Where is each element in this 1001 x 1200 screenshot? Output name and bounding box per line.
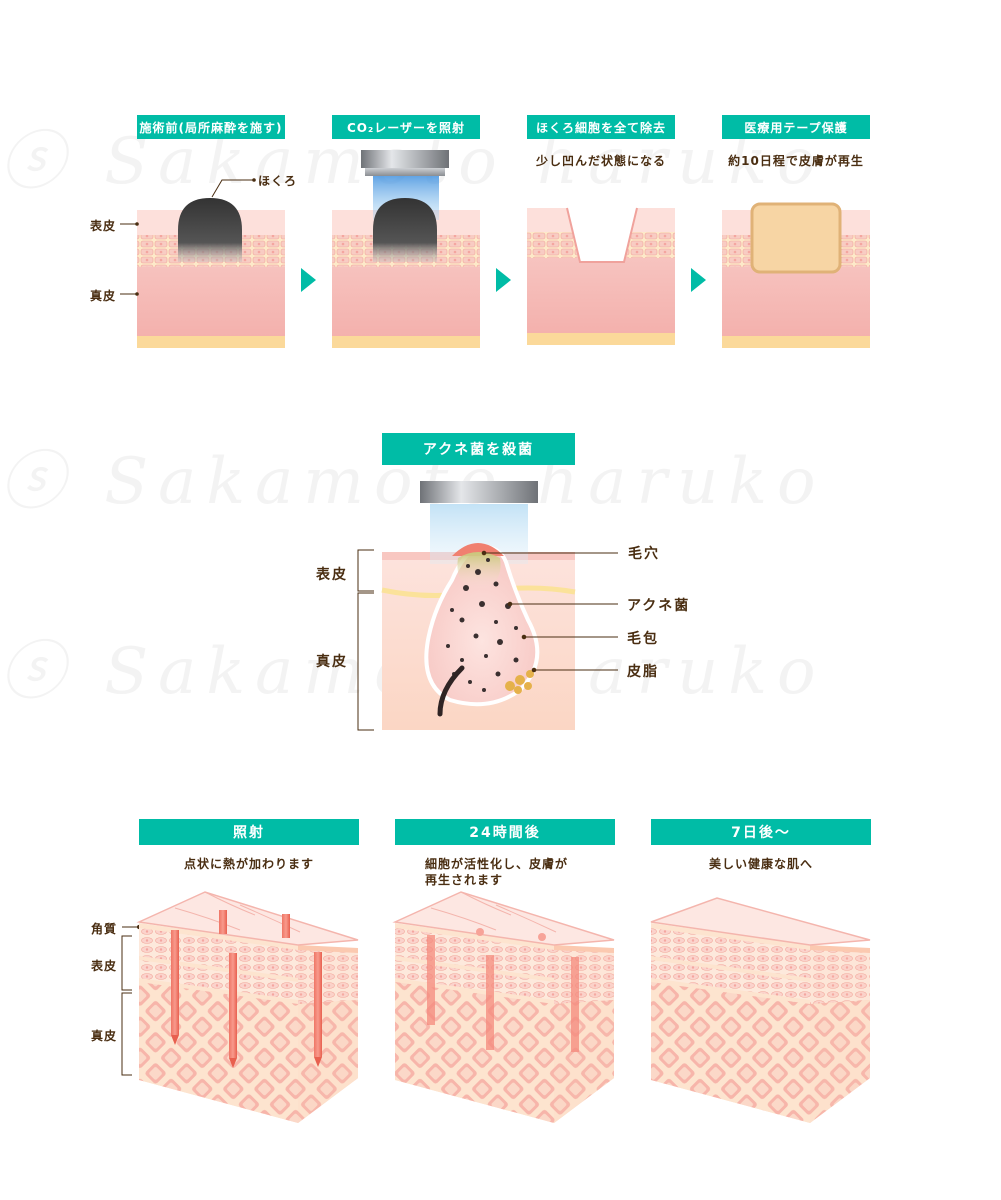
laser-device-icon: [361, 150, 449, 168]
stage-badge: 照射: [139, 819, 359, 845]
skin-panel-before: [120, 178, 285, 348]
dermis-label: 真皮: [316, 654, 348, 670]
healing-rod: [486, 955, 494, 1050]
step-caption: 約10日程で皮膚が再生: [728, 154, 864, 168]
laser-rod: [229, 953, 237, 1058]
stage-caption: 再生されます: [425, 873, 504, 887]
step-badge: 医療用テープ保護: [722, 115, 870, 139]
epidermis-label: 表皮: [91, 959, 118, 973]
laser-rod: [314, 952, 322, 1057]
sebum-callout: 皮脂: [627, 664, 659, 680]
mole: [373, 198, 437, 262]
arrow-right-icon: [301, 268, 316, 292]
epidermis-label: 表皮: [316, 567, 348, 583]
medical-tape: [750, 202, 842, 274]
arrow-right-icon: [496, 268, 511, 292]
laser-rod: [282, 914, 290, 938]
arrow-right-icon: [691, 268, 706, 292]
skin-panel-taped: [722, 202, 870, 348]
stratum-corneum-label: 角質: [91, 922, 118, 936]
mole-label: ほくろ: [258, 174, 298, 188]
skin-block-7days: [650, 897, 871, 1123]
acne-badge: アクネ菌を殺菌: [382, 433, 575, 465]
stage-badge: 24時間後: [395, 819, 615, 845]
stage-caption: 細胞が活性化し、皮膚が: [425, 857, 569, 871]
skin-block-24h: [392, 891, 615, 1123]
stage-badge: 7日後〜: [651, 819, 871, 845]
dermis-label: 真皮: [90, 289, 117, 303]
stage-caption: 点状に熱が加わります: [183, 857, 314, 871]
laser-rod: [171, 930, 179, 1035]
watermark: ⓢ Sakamoto haruko: [0, 635, 826, 709]
stage-caption: 美しい健康な肌へ: [708, 857, 813, 871]
step-badge: CO₂レーザーを照射: [332, 115, 480, 139]
healing-rod: [571, 957, 579, 1052]
skin-panel-removed: [527, 207, 675, 345]
follicle-callout: 毛包: [627, 631, 659, 647]
epidermis-label: 表皮: [90, 219, 117, 233]
mole-removal-diagram: [120, 150, 870, 348]
step-caption: 少し凹んだ状態になる: [535, 154, 666, 168]
pore-callout: 毛穴: [628, 546, 660, 562]
skin-block-irradiation: [136, 891, 359, 1123]
step-badge: 施術前(局所麻酔を施す): [137, 115, 285, 139]
skin-panel-laser: [332, 150, 480, 348]
laser-rod: [219, 910, 227, 934]
dermis-label: 真皮: [91, 1029, 118, 1043]
healing-rod: [427, 935, 435, 1025]
bacteria-callout: アクネ菌: [627, 598, 691, 614]
step-badge: ほくろ細胞を全て除去: [527, 115, 675, 139]
mole: [178, 198, 242, 262]
